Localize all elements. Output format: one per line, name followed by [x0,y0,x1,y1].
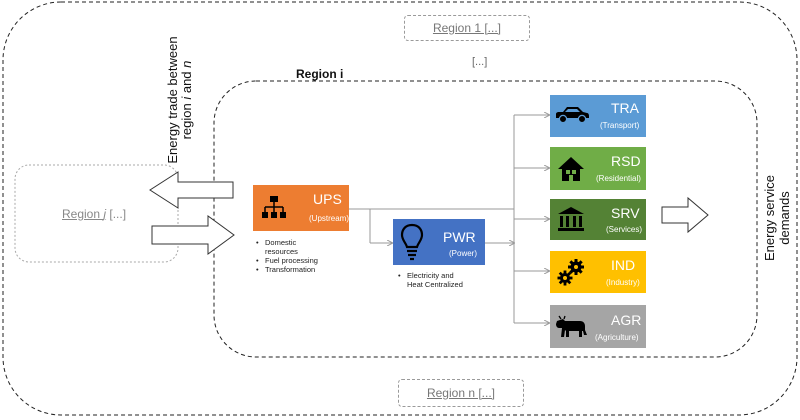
ups-bullet: Transformation [256,265,346,274]
ind-node: IND (Industry) [550,251,646,293]
demand-label-line1: Energy service [762,175,777,261]
rsd-sub: (Residential) [596,174,641,183]
trade-label-line1: Energy trade between [165,36,180,164]
rsd-code: RSD [611,153,641,169]
region-n-label: Region n [...] [426,386,496,400]
region-i-title: Region i [296,67,344,81]
gears-icon [557,259,584,286]
trade-arrow-right [151,215,235,255]
rsd-node: RSD (Residential) [550,147,646,190]
srv-node: SRV (Services) [550,199,646,240]
ind-sub: (Industry) [606,278,640,287]
trade-arrow-left [149,171,234,209]
srv-sub: (Services) [606,225,643,234]
tra-node: TRA (Transport) [550,95,646,137]
ups-bullet: Fuel processing [256,256,346,265]
pwr-sub: (Power) [449,249,478,258]
region-n-box: Region n [...] [398,379,524,407]
demand-arrow [661,196,709,234]
pwr-node: PWR (Power) [393,219,485,265]
lightbulb-icon [400,223,424,261]
region-1-box: Region 1 [...] [404,15,530,41]
house-icon [558,157,584,181]
ind-code: IND [611,257,636,273]
hierarchy-icon [262,196,286,218]
bank-building-icon [558,207,584,231]
agr-sub: (Agriculture) [595,333,639,342]
tra-sub: (Transport) [600,121,640,130]
car-icon [556,107,589,124]
srv-code: SRV [611,205,640,221]
region-ellipsis: [...] [472,56,488,68]
ups-node: UPS (Upstream) [253,185,349,231]
demand-label-line2: demands [777,191,792,245]
pwr-code: PWR [443,229,476,245]
ups-sub: (Upstream) [309,214,350,223]
cow-icon [556,315,587,337]
region-j-label: Region j [...] [62,207,127,221]
agr-code: AGR [611,312,642,328]
trade-label-line2: region i and n [179,60,194,140]
region-i-frame [213,80,758,358]
tra-code: TRA [611,100,639,116]
ups-code: UPS [313,191,342,207]
region-1-label: Region 1 [...] [432,21,502,35]
agr-node: AGR (Agriculture) [550,305,646,348]
